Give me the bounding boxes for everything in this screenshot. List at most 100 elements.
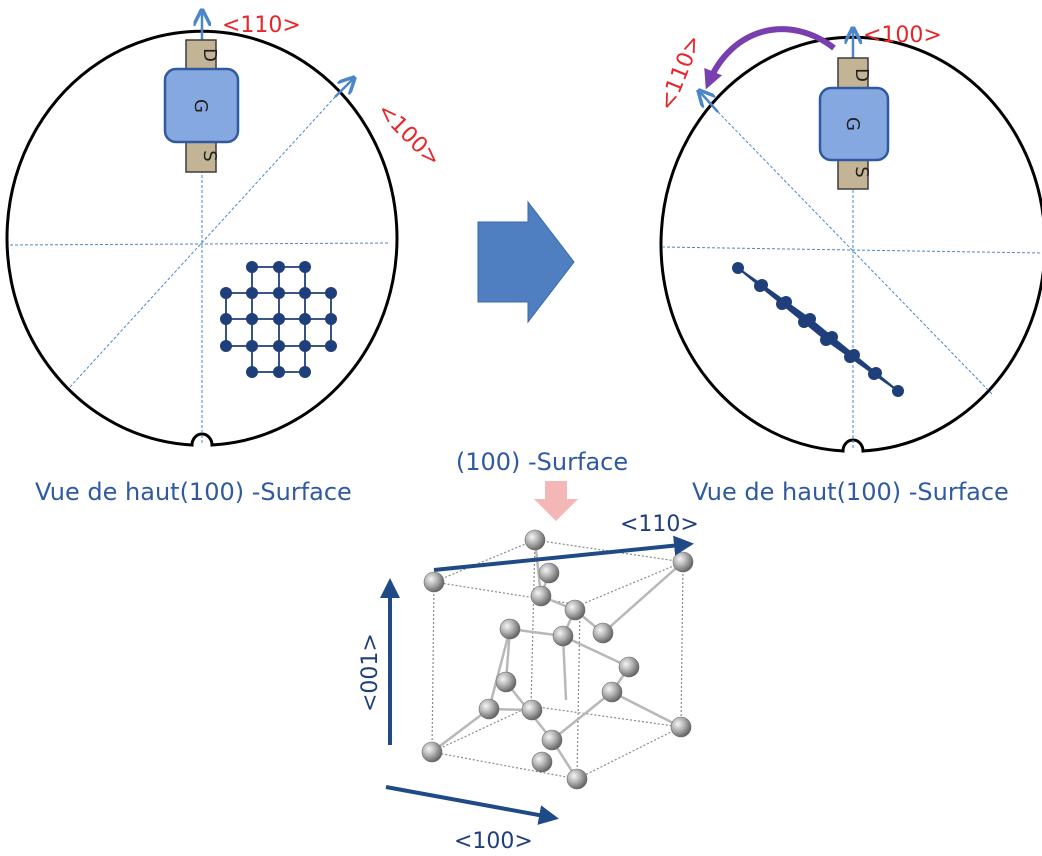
lattice-node	[299, 313, 311, 325]
right-drain-contact	[837, 57, 869, 93]
left-source-label: S	[199, 150, 220, 161]
cell-edge	[576, 604, 581, 780]
lattice-node	[220, 340, 232, 352]
lattice-node	[826, 331, 838, 343]
axis-100-label: <100>	[454, 829, 533, 854]
right-diagonal-lattice	[732, 262, 904, 397]
lattice-node	[273, 313, 285, 325]
lattice-node	[299, 366, 311, 378]
lattice-node	[273, 287, 285, 299]
lattice-node	[892, 385, 904, 397]
left-square-lattice	[220, 261, 337, 378]
atom	[670, 716, 692, 738]
cell-edge	[680, 561, 684, 728]
right-transistor: G D S	[818, 57, 890, 190]
atom	[566, 768, 588, 790]
lattice-node	[220, 313, 232, 325]
cell-bond	[487, 628, 512, 710]
atom	[524, 529, 546, 551]
axis-110-label: <110>	[620, 512, 699, 537]
lattice-node	[299, 287, 311, 299]
lattice-node	[325, 340, 337, 352]
lattice-node	[804, 313, 816, 325]
right-wafer-diag-axis	[717, 111, 993, 395]
left-gate	[163, 67, 240, 144]
atom	[521, 699, 543, 721]
lattice-node	[299, 340, 311, 352]
left-label-110: <110>	[222, 13, 301, 38]
right-source-label: S	[851, 166, 872, 177]
lattice-node	[246, 366, 258, 378]
lattice-node	[246, 313, 258, 325]
lattice-node	[756, 279, 768, 291]
lattice-node	[870, 367, 882, 379]
cell-bond	[431, 708, 490, 753]
atom	[672, 551, 694, 573]
lattice-node	[732, 262, 744, 274]
lattice-node	[325, 287, 337, 299]
atom	[564, 599, 586, 621]
left-wafer-diag-axis	[69, 96, 336, 388]
left-wafer-outline	[5, 29, 399, 447]
big-transition-arrow	[477, 200, 575, 324]
right-gate	[818, 86, 890, 162]
right-arrow-110	[700, 92, 719, 113]
atom	[601, 681, 623, 703]
left-drain-label: D	[199, 48, 220, 62]
lattice-node	[780, 296, 792, 308]
right-label-110: <110>	[654, 32, 707, 114]
lattice-node	[848, 349, 860, 361]
atom	[421, 741, 443, 763]
lattice-node	[246, 287, 258, 299]
atom	[541, 729, 563, 751]
lattice-node	[273, 340, 285, 352]
axis-001-label: <001>	[358, 633, 383, 712]
right-wafer: <100> <110> G D S	[654, 23, 1042, 453]
cell-edge	[530, 539, 536, 707]
lattice-node	[246, 261, 258, 273]
left-drain-contact	[185, 39, 217, 73]
lattice-node	[325, 313, 337, 325]
lattice-node	[273, 261, 285, 273]
lattice-node	[299, 261, 311, 273]
atom	[495, 671, 517, 693]
cell-edge	[579, 561, 684, 606]
cell-edge	[530, 705, 682, 728]
left-gate-label: G	[190, 99, 211, 113]
right-label-100: <100>	[863, 23, 942, 48]
left-arrow-100	[334, 79, 353, 98]
cell-bond	[611, 690, 682, 729]
cell-edge	[576, 726, 682, 780]
atom	[530, 585, 552, 607]
atom	[531, 751, 553, 773]
right-gate-label: G	[842, 117, 863, 131]
cell-bond	[561, 635, 568, 701]
atom	[478, 698, 500, 720]
left-wafer-h-axis	[9, 242, 391, 246]
atom	[552, 625, 574, 647]
rotation-arrow	[704, 26, 836, 90]
surface-label: (100) -Surface	[456, 448, 628, 476]
cell-edge	[534, 539, 684, 563]
cell-bond	[562, 634, 630, 669]
left-source-contact	[185, 139, 217, 173]
unit-cell-atoms	[421, 529, 694, 790]
atom	[499, 618, 521, 640]
left-transistor: G D S	[163, 39, 240, 173]
lattice-node	[273, 366, 285, 378]
lattice-node	[220, 287, 232, 299]
cell-edge	[431, 581, 435, 753]
atom	[618, 656, 640, 678]
axis-100-arrow	[385, 785, 559, 825]
cell-bond	[602, 561, 684, 634]
crystal-diagram: (100) -Surface <110> <001> <100>	[358, 448, 699, 854]
atom	[538, 562, 560, 584]
cell-bond	[551, 691, 613, 741]
atom	[423, 571, 445, 593]
right-caption: Vue de haut(100) -Surface	[692, 478, 1009, 506]
atom	[592, 622, 614, 644]
cell-edge	[433, 581, 581, 606]
cell-edge	[431, 751, 578, 780]
right-drain-label: D	[851, 68, 872, 82]
left-caption: Vue de haut(100) -Surface	[35, 478, 352, 506]
